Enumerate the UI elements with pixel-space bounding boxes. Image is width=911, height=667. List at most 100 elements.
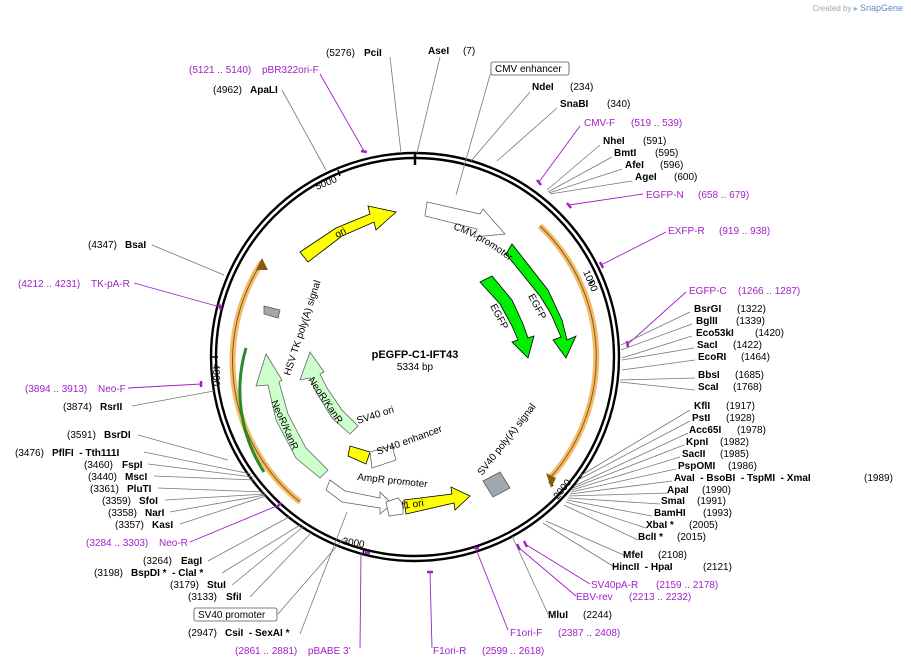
label-acc65i[interactable]: Acc65I (689, 425, 721, 436)
label-mfei[interactable]: MfeI (623, 550, 643, 561)
label-pluti[interactable]: PluTI (127, 484, 152, 495)
plasmid-size: 5334 bp (397, 362, 434, 373)
leader-pbabe3 (359, 552, 362, 649)
label-f1ori-r[interactable]: F1ori-R (433, 646, 466, 657)
leader-egfp-n (568, 193, 644, 206)
label-eagi-pos: (3264) (143, 556, 172, 567)
label-ecori[interactable]: EcoRI (698, 352, 727, 363)
label-psti[interactable]: PstI (692, 413, 711, 424)
feature-egfp-inner-arrow[interactable] (479, 275, 535, 359)
label-egfp-n[interactable]: EGFP-N (646, 190, 684, 201)
primer-leaders (127, 73, 687, 649)
label-stui[interactable]: StuI (207, 580, 226, 591)
label-apai[interactable]: ApaI (667, 485, 689, 496)
label-msci[interactable]: MscI (125, 472, 147, 483)
label-saci[interactable]: SacI (697, 340, 718, 351)
tick-label-3000: 3000 (341, 536, 365, 551)
label-bsai-pos: (4347) (88, 240, 117, 251)
feature-cmv-enhancer-arrow[interactable] (424, 201, 506, 238)
feature-sv40-polya[interactable] (482, 471, 511, 498)
feature-hsv-tk-polya[interactable] (263, 305, 281, 319)
label-snabi[interactable]: SnaBI (560, 99, 589, 110)
label-sv40pa-r[interactable]: SV40pA-R (591, 580, 638, 591)
label-exfp-r[interactable]: EXFP-R (668, 226, 705, 237)
label-agei[interactable]: AgeI (635, 172, 657, 183)
feature-ampr-stub[interactable] (385, 497, 404, 517)
label-nari[interactable]: NarI (145, 508, 165, 519)
label-pbr322ori-f[interactable]: pBR322ori-F (262, 65, 319, 76)
label-tk-pa-r[interactable]: TK-pA-R (91, 279, 130, 290)
label-mlui[interactable]: MluI (548, 610, 568, 621)
label-neo-f[interactable]: Neo-F (98, 384, 126, 395)
label-bsrgi-pos: (1322) (737, 304, 766, 315)
leader-bsai (151, 244, 225, 276)
label-eagi[interactable]: EagI (181, 556, 202, 567)
leader-sacii (571, 456, 681, 491)
feature-egfp-arrow[interactable] (505, 243, 577, 359)
label-smai[interactable]: SmaI (661, 496, 685, 507)
feature-ampr-promoter-arrow[interactable] (325, 479, 393, 515)
primer-mark-cmv-f (536, 179, 542, 186)
label-avai-bsobi-tspmi-xmai[interactable]: AvaI - BsoBI - TspMI - XmaI (674, 473, 811, 484)
leader-neo-f (127, 383, 202, 389)
label-bmti[interactable]: BmtI (614, 148, 636, 159)
label-bbsi[interactable]: BbsI (698, 370, 720, 381)
leader-snabi (496, 107, 558, 162)
label-hincii-hpai[interactable]: HincII - HpaI (612, 562, 673, 573)
label-pflfi-tth111i[interactable]: PflFI - Tth111I (52, 448, 119, 459)
feature-sv40-enhancer[interactable] (369, 445, 397, 469)
label-nhei[interactable]: NheI (603, 136, 625, 147)
feature-ori-arrow[interactable] (299, 205, 397, 263)
label-apali[interactable]: ApaLI (250, 85, 278, 96)
label-csii-sexai[interactable]: CsiI - SexAI * (225, 628, 290, 639)
label-pbabe3[interactable]: pBABE 3' (308, 646, 351, 657)
label-mlui-pos: (2244) (583, 610, 612, 621)
label-asei-pos: (7) (463, 46, 475, 57)
label-neo-r[interactable]: Neo-R (159, 538, 188, 549)
label-xbai-pos: (2005) (689, 520, 718, 531)
label-pflfi-pos: (3476) (15, 448, 44, 459)
label-pspomi[interactable]: PspOMI (678, 461, 715, 472)
label-egfp-c[interactable]: EGFP-C (689, 286, 727, 297)
label-sacii[interactable]: SacII (682, 449, 706, 460)
label-kpni[interactable]: KpnI (686, 437, 708, 448)
label-sfoi[interactable]: SfoI (139, 496, 158, 507)
label-bmti-pos: (595) (655, 148, 678, 159)
label-rsrii[interactable]: RsrII (100, 402, 122, 413)
leader-apali (281, 89, 327, 171)
label-cmv-enhancer[interactable]: CMV enhancer (495, 64, 562, 75)
tick-1000 (589, 279, 595, 285)
label-scai[interactable]: ScaI (698, 382, 719, 393)
label-sv40-promoter[interactable]: SV40 promoter (198, 610, 266, 621)
label-bspdi-clai[interactable]: BspDI * - ClaI * (131, 568, 203, 579)
label-bsrgi[interactable]: BsrGI (694, 304, 721, 315)
label-cmv-f[interactable]: CMV-F (584, 118, 615, 129)
label-bamhi[interactable]: BamHI (654, 508, 686, 519)
feature-f1-ori-arrow[interactable] (403, 486, 471, 515)
leader-bsrdi (137, 434, 229, 461)
label-bcli[interactable]: BclI * (638, 532, 663, 543)
label-pcii[interactable]: PciI (364, 48, 382, 59)
label-fspi[interactable]: FspI (122, 460, 143, 471)
feature-sv40-ori[interactable] (347, 445, 371, 465)
label-afei[interactable]: AfeI (625, 160, 644, 171)
label-exfp-r-pos: (919 .. 938) (719, 226, 770, 237)
label-bsai[interactable]: BsaI (125, 240, 146, 251)
feature-neor-arrow[interactable] (255, 353, 329, 479)
label-kfli[interactable]: KflI (694, 401, 710, 412)
label-f1ori-f[interactable]: F1ori-F (510, 628, 542, 639)
label-kasi[interactable]: KasI (152, 520, 173, 531)
label-nari-pos: (3358) (108, 508, 137, 519)
label-xbai[interactable]: XbaI * (646, 520, 674, 531)
label-ndei[interactable]: NdeI (532, 82, 554, 93)
label-eco53ki[interactable]: Eco53kI (696, 328, 734, 339)
feature-neor-inner-arrow[interactable] (299, 351, 359, 435)
label-bglii[interactable]: BglII (696, 316, 718, 327)
label-asei[interactable]: AseI (428, 46, 449, 57)
label-bsrdi[interactable]: BsrDI (104, 430, 131, 441)
label-avai-pos: (1989) (864, 473, 893, 484)
leader-bcli (563, 504, 639, 541)
label-sfii[interactable]: SfiI (226, 592, 242, 603)
label-ebv-rev[interactable]: EBV-rev (576, 592, 613, 603)
leader-kpni (572, 444, 685, 489)
